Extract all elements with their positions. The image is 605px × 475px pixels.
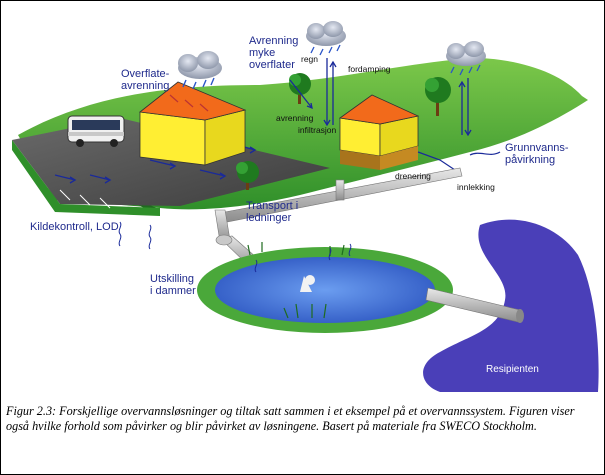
house-right: [338, 94, 420, 170]
label-groundwater: Grunnvanns- påvirkning: [505, 142, 569, 166]
label-drainage: drenering: [395, 171, 431, 181]
recipient-water: [423, 219, 599, 392]
house-left: [138, 81, 247, 166]
label-recipient: Resipienten: [486, 364, 539, 375]
outlet-pipe-mouth: [516, 309, 524, 323]
figure-caption: Figur 2.3: Forskjellige overvannsløsning…: [6, 404, 575, 433]
infiltration-waves: [118, 221, 352, 273]
label-evaporation: fordamping: [348, 64, 391, 74]
water-cycle-arrows: [289, 58, 472, 137]
drainage-pipe: [417, 151, 456, 171]
lod-arrows: [59, 189, 111, 209]
road-edge-strip: [12, 140, 160, 216]
label-source-control: Kildekontroll, LOD: [30, 221, 119, 233]
rain-cloud: [446, 41, 486, 76]
label-rain: regn: [301, 54, 319, 64]
stormwater-system-diagram: [12, 21, 599, 392]
label-soft-surface-runoff: Avrenning myke overflater: [249, 35, 299, 71]
label-surface-runoff: Overflate- avrenning: [121, 68, 170, 92]
groundwater-arrow: [469, 151, 501, 156]
tree: [425, 77, 451, 116]
tree: [236, 161, 259, 190]
rain-cloud: [306, 21, 346, 56]
rain-cloud: [178, 51, 222, 90]
label-runoff: avrenning: [276, 113, 314, 123]
bus: [67, 115, 125, 147]
label-infiltration: infiltrasjon: [298, 125, 337, 135]
retention-pond: [197, 242, 453, 333]
label-inleakage: innlekking: [457, 182, 495, 192]
label-pipe-transport: Transport i ledninger: [246, 200, 299, 224]
label-pond-separation: Utskilling i dammer: [150, 273, 196, 297]
